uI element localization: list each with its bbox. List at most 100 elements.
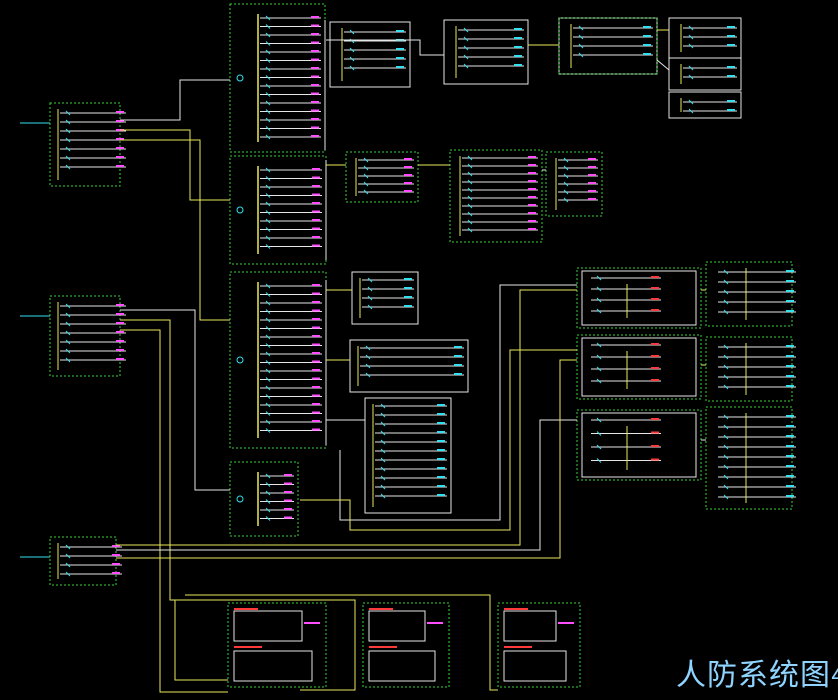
top-board-circuit-breaker — [349, 29, 355, 35]
interconnect-feeder — [116, 359, 577, 559]
right-board-circuit-breaker — [596, 297, 602, 303]
top-board-circuit-breaker — [463, 45, 469, 51]
far-right-board-circuit-breaker — [723, 299, 729, 305]
left-panel-circuit-breaker — [65, 303, 71, 309]
far-right-board-circuit-breaker — [723, 384, 729, 390]
interconnect-feeder — [300, 349, 577, 531]
left-panel-frame — [49, 536, 117, 586]
central-board-circuit-breaker — [265, 394, 271, 399]
top-board-circuit-breaker — [578, 25, 584, 31]
mid-board-circuit-breaker — [363, 181, 369, 187]
far-right-board-circuit-breaker — [723, 454, 729, 460]
central-board-circuit-breaker — [265, 49, 271, 55]
right-board-circuit-breaker — [596, 458, 602, 463]
left-panel-circuit-breaker — [65, 146, 71, 152]
right-board-circuit-breaker — [596, 275, 602, 281]
central-board-circuit-breaker — [265, 368, 271, 374]
central-board-circuit-breaker — [265, 334, 271, 340]
top-board-circuit-breaker — [578, 52, 584, 58]
left-panel-circuit-breaker — [65, 339, 71, 345]
bottom-terminal-lower — [233, 650, 313, 682]
central-board-circuit-breaker — [265, 411, 271, 416]
central-board-circuit-breaker — [265, 385, 271, 391]
top-board-circuit-breaker — [349, 65, 355, 71]
right-board-circuit-breaker — [596, 308, 602, 314]
left-panel-circuit-breaker — [65, 571, 71, 577]
center-small-circuit-breaker — [380, 412, 386, 418]
interconnect-feeder — [120, 319, 356, 691]
center-small-circuit-breaker — [380, 466, 386, 472]
central-board-circuit-breaker — [265, 134, 271, 140]
central-board-circuit-breaker — [265, 210, 271, 215]
interconnect-feeder — [174, 600, 228, 681]
central-board-circuit-breaker — [265, 300, 271, 306]
far-right-board-circuit-breaker — [723, 464, 729, 470]
top-board-circuit-breaker — [349, 47, 355, 53]
mid-board-circuit-breaker — [363, 189, 369, 195]
bottom-terminal-lower — [503, 650, 567, 682]
mid-board-circuit-breaker — [467, 187, 473, 193]
central-board-meter — [236, 74, 244, 82]
mid-board-frame — [449, 149, 543, 243]
left-panel-circuit-breaker — [65, 348, 71, 354]
far-right-board-circuit-breaker — [723, 279, 729, 285]
center-small-frame — [364, 397, 452, 514]
top-board-frame — [329, 21, 411, 88]
right-board-frame — [576, 409, 702, 481]
left-panel-circuit-breaker — [65, 321, 71, 327]
top-board-circuit-breaker — [688, 74, 694, 80]
central-board-circuit-breaker — [265, 419, 271, 425]
center-small-circuit-breaker — [367, 304, 373, 310]
far-right-board-circuit-breaker — [723, 309, 729, 315]
center-small-circuit-breaker — [367, 286, 373, 292]
right-board-inner — [581, 270, 697, 326]
central-board-circuit-breaker — [265, 32, 271, 38]
far-right-board-circuit-breaker — [723, 364, 729, 370]
left-panel-circuit-breaker — [65, 312, 71, 318]
left-panel-circuit-breaker — [65, 553, 71, 559]
central-board-circuit-breaker — [265, 507, 271, 513]
left-panel-circuit-breaker — [65, 164, 71, 170]
drawing-title: 人防系统图4 — [676, 658, 838, 693]
top-board-outer — [558, 17, 658, 75]
top-board-frame — [668, 91, 742, 119]
central-board-circuit-breaker — [265, 227, 271, 232]
right-board-inner — [581, 412, 697, 478]
central-board-circuit-breaker — [265, 326, 271, 331]
mid-board-circuit-breaker — [467, 219, 473, 225]
left-panel-circuit-breaker — [65, 155, 71, 161]
interconnect-feeder — [120, 129, 230, 201]
top-board-circuit-breaker — [463, 63, 469, 69]
far-right-board-circuit-breaker — [723, 414, 729, 420]
central-board-circuit-breaker — [265, 24, 271, 29]
bottom-terminal-upper — [503, 610, 557, 642]
right-board-circuit-breaker — [596, 342, 602, 348]
central-board-circuit-breaker — [265, 482, 271, 487]
left-panel-circuit-breaker — [65, 128, 71, 134]
mid-board-circuit-breaker — [467, 179, 473, 185]
far-right-board-frame — [705, 336, 793, 402]
far-right-board-frame — [705, 261, 793, 327]
center-small-circuit-breaker — [380, 439, 386, 445]
central-board-circuit-breaker — [265, 235, 271, 241]
right-board-circuit-breaker — [596, 354, 602, 360]
far-right-board-circuit-breaker — [723, 374, 729, 380]
top-board-circuit-breaker — [688, 65, 694, 71]
central-board-circuit-breaker — [265, 244, 271, 249]
central-board-circuit-breaker — [265, 490, 271, 496]
central-board-circuit-breaker — [265, 41, 271, 46]
top-board-circuit-breaker — [578, 34, 584, 40]
mid-board-frame — [545, 151, 603, 217]
central-board-circuit-breaker — [265, 292, 271, 297]
center-small-circuit-breaker — [380, 430, 386, 436]
mid-board-circuit-breaker — [563, 197, 569, 203]
top-board-circuit-breaker — [688, 34, 694, 40]
mid-board-circuit-breaker — [363, 157, 369, 163]
center-small-circuit-breaker — [380, 403, 386, 409]
central-board-circuit-breaker — [265, 15, 271, 21]
interconnect-feeder — [185, 594, 498, 691]
top-board-circuit-breaker — [463, 54, 469, 60]
bottom-terminal-upper — [368, 610, 426, 642]
central-board-frame — [229, 155, 327, 265]
